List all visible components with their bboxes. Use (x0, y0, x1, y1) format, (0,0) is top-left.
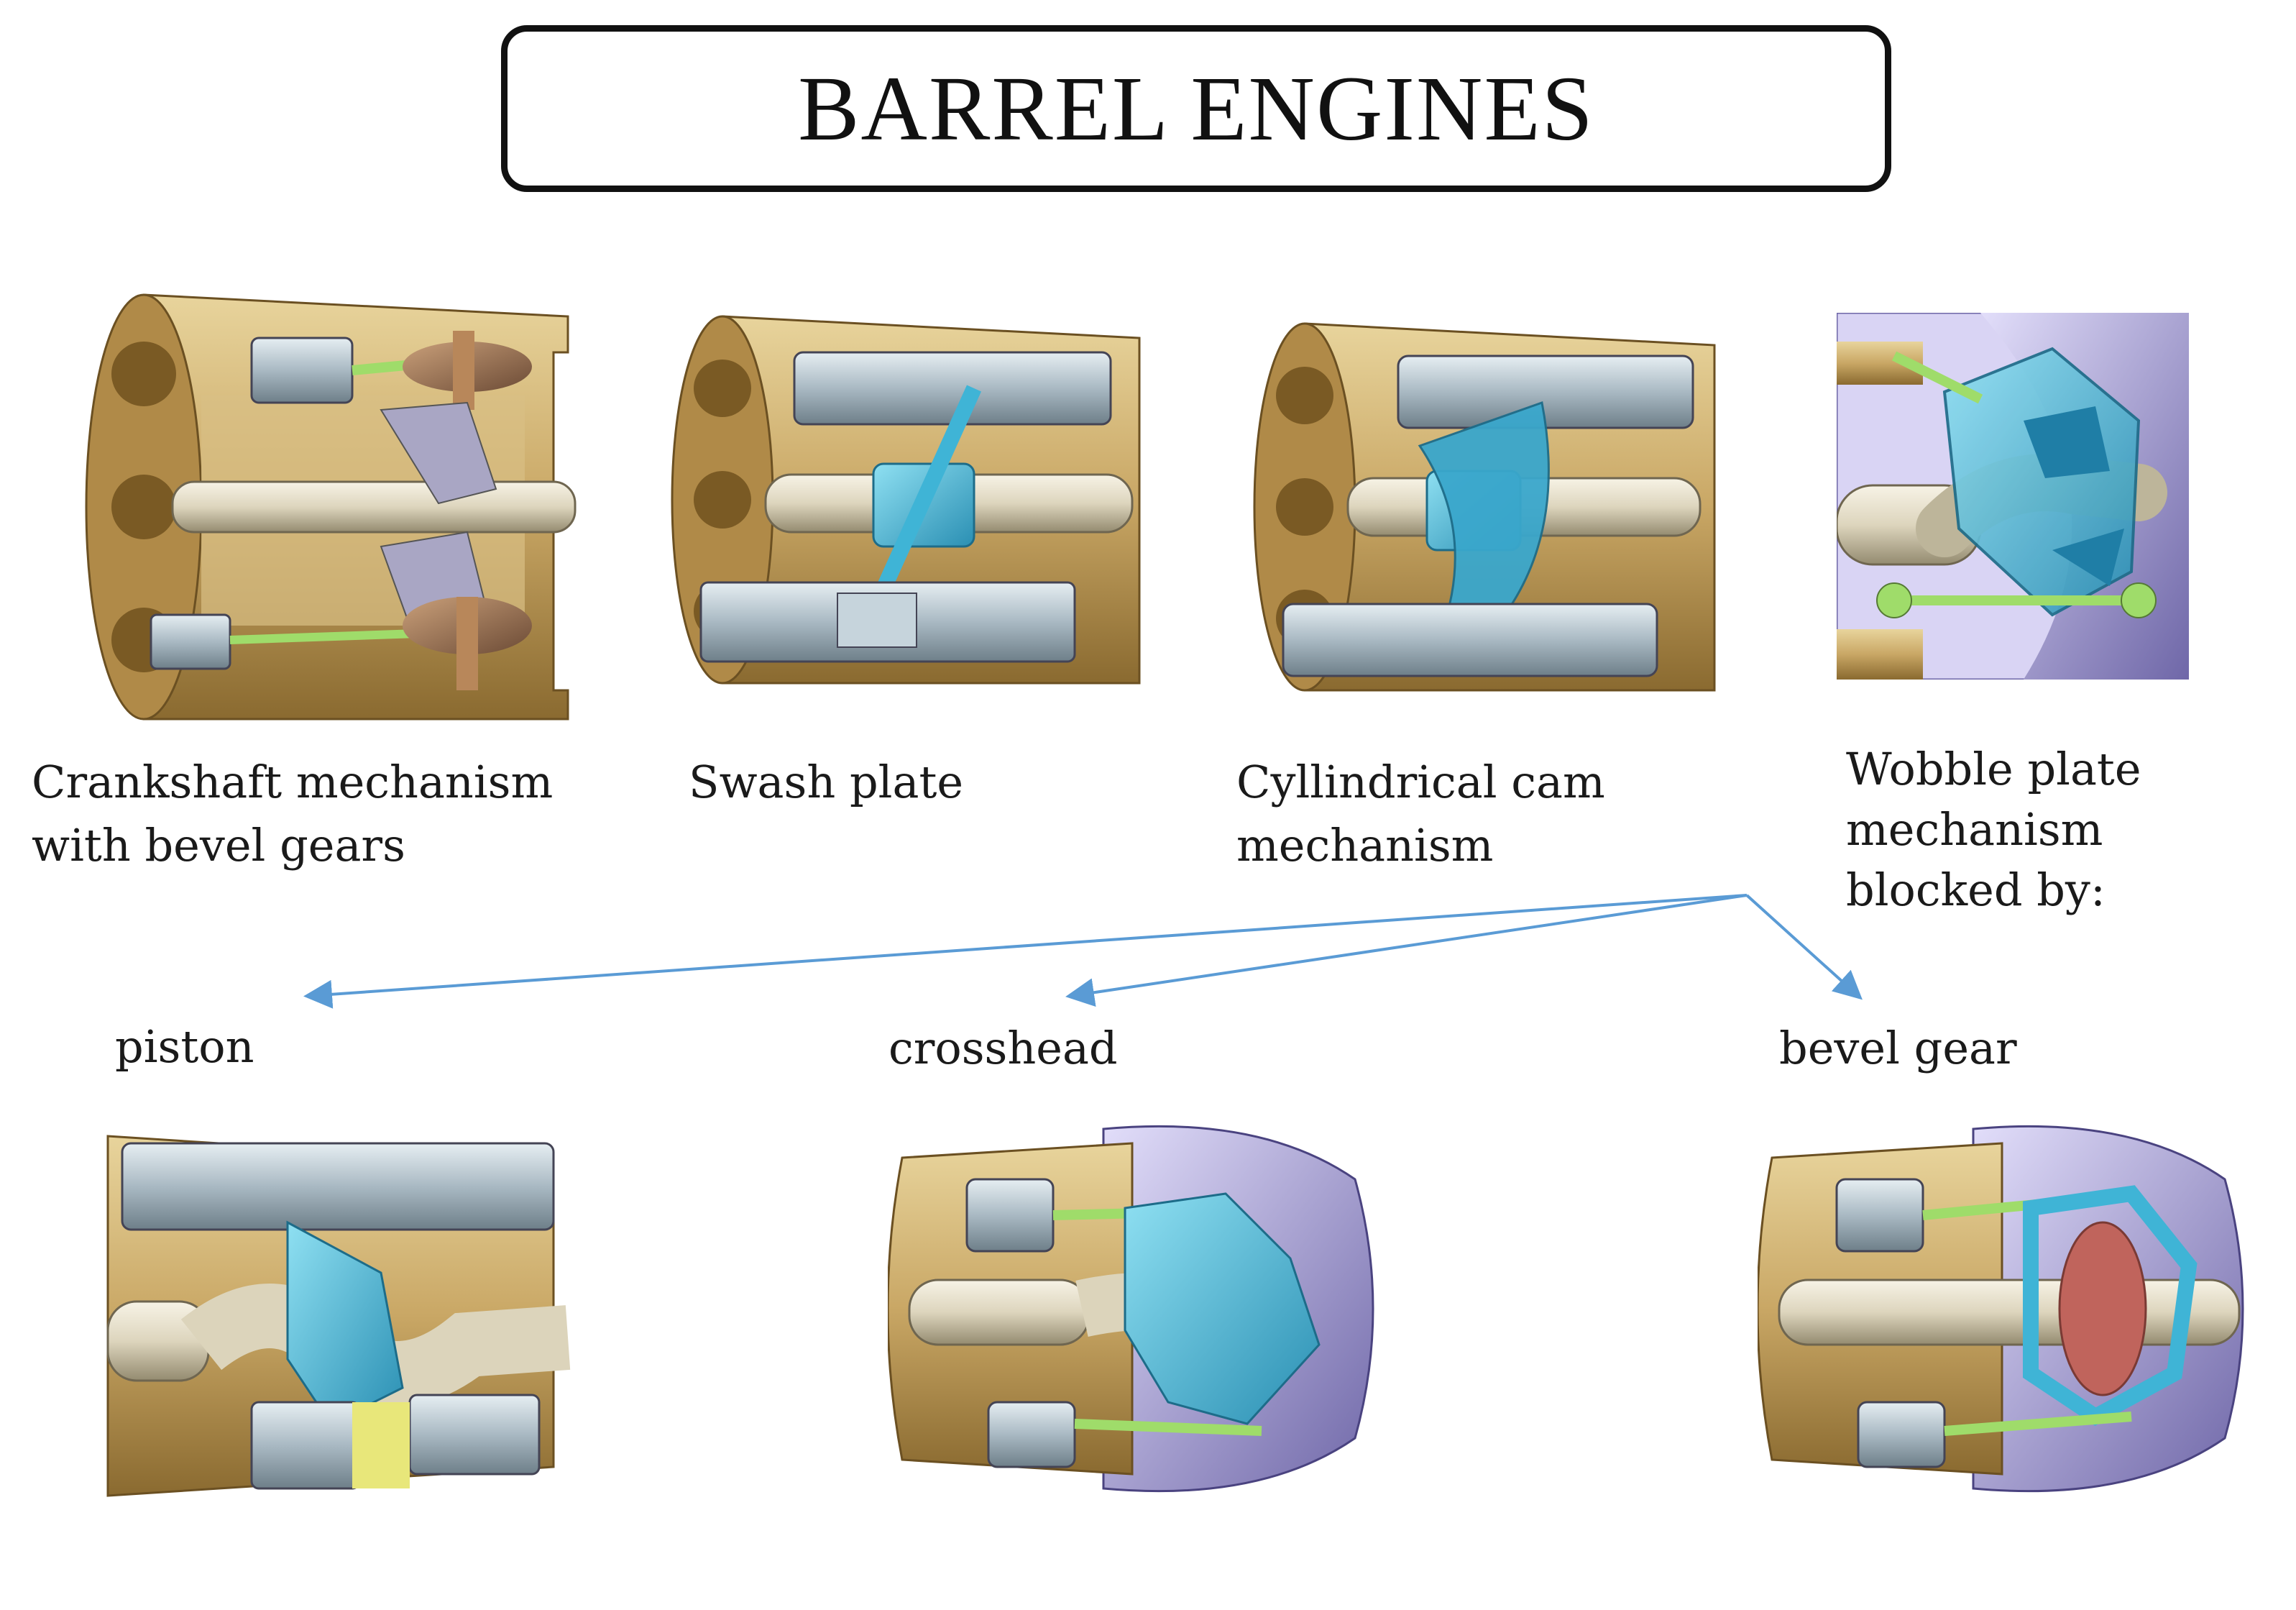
label-piston: piston (115, 1020, 254, 1073)
label-wobble-plate: Wobble plate mechanism blocked by: (1846, 739, 2141, 920)
label-wobble-plate-line2: mechanism (1846, 803, 2103, 856)
cylindrical-cam-engine-image (1240, 316, 1722, 705)
label-crankshaft-line2: with bevel gears (32, 819, 405, 872)
label-wobble-plate-line1: Wobble plate (1846, 743, 2141, 795)
piston-blocked-engine-image (93, 1129, 582, 1503)
label-crankshaft: Crankshaft mechanism with bevel gears (32, 751, 553, 877)
arrow-to-bevel-gear (1745, 894, 1863, 1000)
label-swash-plate: Swash plate (689, 751, 963, 814)
swash-plate-engine-image (658, 309, 1147, 697)
wobble-plate-engine-image (1837, 313, 2189, 680)
label-crankshaft-line1: Crankshaft mechanism (32, 756, 554, 808)
label-cylindrical-cam-line1: Cyllindrical cam (1236, 756, 1605, 808)
label-crosshead: crosshead (888, 1022, 1118, 1074)
label-bevel-gear: bevel gear (1779, 1022, 2017, 1074)
crosshead-blocked-engine-image (888, 1115, 1391, 1503)
label-cylindrical-cam-line2: mechanism (1236, 819, 1494, 872)
label-swash-plate-line1: Swash plate (689, 756, 964, 808)
figure-title: BARREL ENGINES (798, 57, 1594, 160)
title-box: BARREL ENGINES (501, 25, 1891, 192)
bevel-gear-blocked-engine-image (1758, 1115, 2261, 1503)
label-wobble-plate-line3: blocked by: (1846, 864, 2106, 916)
label-cylindrical-cam: Cyllindrical cam mechanism (1236, 751, 1605, 877)
arrow-to-crosshead (1065, 894, 1748, 1007)
arrow-to-piston (303, 894, 1748, 1009)
crankshaft-engine-image (65, 288, 582, 733)
